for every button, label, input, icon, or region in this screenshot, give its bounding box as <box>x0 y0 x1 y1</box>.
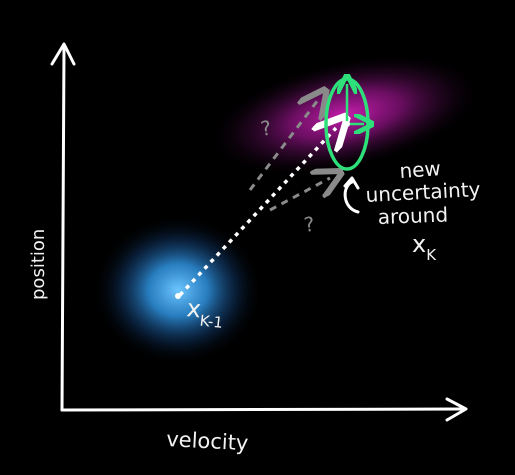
y-axis-arrowhead <box>50 42 76 66</box>
alt-arrow-lower <box>269 178 330 212</box>
alt-arrow-upper <box>248 100 318 191</box>
alternate-prediction-arrows <box>248 100 330 212</box>
uncertainty-ellipse-group <box>324 79 368 171</box>
axes <box>50 42 468 422</box>
previous-state-symbol: x <box>185 294 202 323</box>
current-state-subscript: K <box>426 246 437 264</box>
previous-state-label: xK-1 <box>185 294 226 332</box>
annotation-line-1: new <box>399 156 442 183</box>
current-state-symbol: x <box>412 230 426 258</box>
x-axis-line <box>60 407 464 412</box>
y-axis-line <box>60 46 66 412</box>
annotation-pointer <box>343 176 360 214</box>
previous-state-subscript: K-1 <box>199 312 224 332</box>
y-axis-label: position <box>28 229 49 300</box>
x-axis-arrowhead <box>445 397 468 422</box>
annotation-line-3: around <box>377 203 448 229</box>
x-axis-label: velocity <box>166 427 249 455</box>
question-mark-upper: ? <box>259 115 274 140</box>
prediction-arrow <box>178 128 336 297</box>
question-mark-lower: ? <box>302 212 316 237</box>
previous-state-point <box>175 293 181 299</box>
previous-state-blob <box>93 215 263 365</box>
predicted-state-blob <box>207 53 483 177</box>
current-state-label: xK <box>412 230 437 264</box>
current-state-point <box>344 121 350 127</box>
